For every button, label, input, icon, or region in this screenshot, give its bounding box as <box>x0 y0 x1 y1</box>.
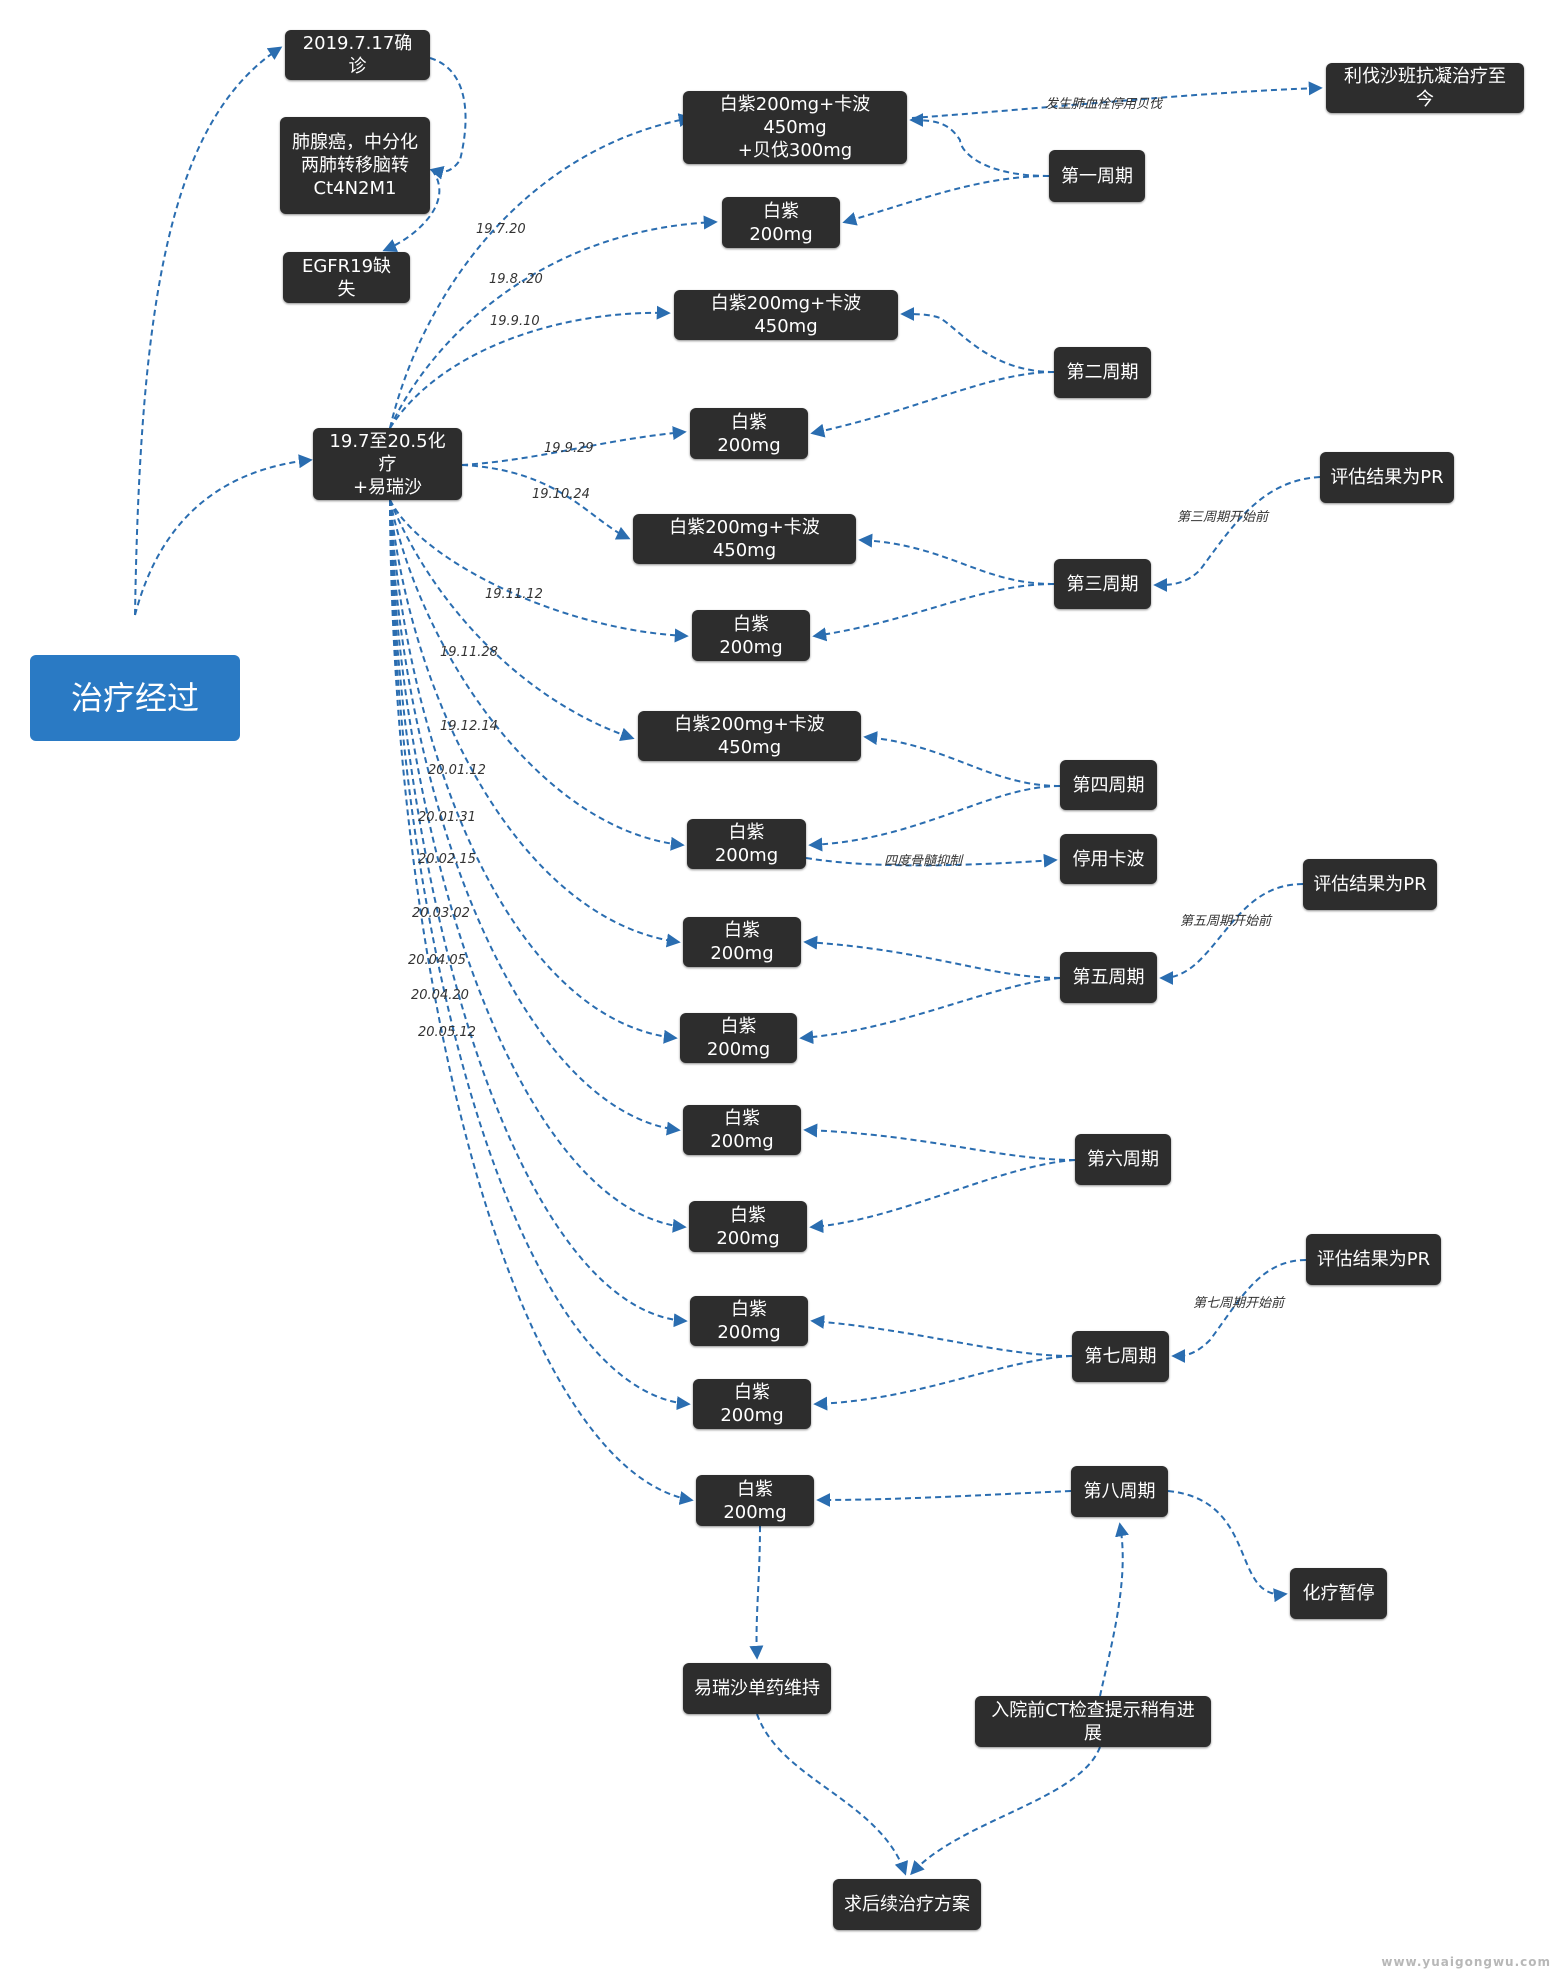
node-treatment-8[interactable]: 白紫200mg <box>687 819 806 869</box>
node-ct-progress[interactable]: 入院前CT检查提示稍有进展 <box>975 1696 1211 1747</box>
node-treatment-7[interactable]: 白紫200mg+卡波450mg <box>638 711 861 761</box>
edge-chemo-to-t2 <box>389 215 718 429</box>
edge-label-date-2: 19.8..20 <box>489 272 543 287</box>
node-pr-2[interactable]: 评估结果为PR <box>1303 859 1437 910</box>
edge-diagnosis-date-to-detail <box>429 57 467 180</box>
node-rivaroxaban[interactable]: 利伐沙班抗凝治疗至今 <box>1326 63 1524 113</box>
edge-label-date-4: 19.9.29 <box>544 441 594 456</box>
edge-label-date-8: 19.12.14 <box>440 719 498 734</box>
edge-c4-to-t8 <box>808 785 1061 852</box>
edge-label-date-11: 20.02.15 <box>418 852 476 867</box>
edge-c7-to-t13 <box>810 1314 1073 1357</box>
node-treatment-13[interactable]: 白紫200mg <box>690 1296 808 1346</box>
edge-label-before-cycle-7: 第七周期开始前 <box>1193 1296 1285 1311</box>
edge-c2-to-t3 <box>900 307 1055 373</box>
edge-label-before-cycle-5: 第五周期开始前 <box>1180 914 1272 929</box>
node-chemo-pause[interactable]: 化疗暂停 <box>1290 1568 1387 1619</box>
edge-chemo-to-t14 <box>389 499 691 1411</box>
node-iressa-maintenance[interactable]: 易瑞沙单药维持 <box>683 1663 831 1714</box>
node-diagnosis-detail[interactable]: 肺腺癌，中分化 两肺转移脑转 Ct4N2M1 <box>280 117 430 214</box>
edge-chemo-to-t3 <box>389 305 671 429</box>
node-cycle-3[interactable]: 第三周期 <box>1054 559 1151 609</box>
node-cycle-1[interactable]: 第一周期 <box>1049 150 1145 202</box>
node-treatment-2[interactable]: 白紫200mg <box>722 197 840 248</box>
edge-label-date-3: 19.9.10 <box>490 314 540 329</box>
node-treatment-14[interactable]: 白紫200mg <box>693 1379 811 1429</box>
edge-label-date-15: 20.05.12 <box>418 1025 476 1040</box>
edge-c6-to-t12 <box>809 1159 1076 1234</box>
edge-ct-to-plan <box>910 1746 1101 1876</box>
edge-c7-to-t14 <box>813 1355 1073 1411</box>
node-pr-3[interactable]: 评估结果为PR <box>1306 1234 1441 1285</box>
node-diagnosis-date[interactable]: 2019.7.17确诊 <box>285 30 430 80</box>
node-pr-1[interactable]: 评估结果为PR <box>1320 452 1454 503</box>
edge-root-to-chemo-main <box>134 454 313 616</box>
edge-pr1-to-c3 <box>1153 476 1321 592</box>
edge-c3-to-t5 <box>858 533 1055 585</box>
edge-ct-to-c8 <box>1099 1522 1129 1697</box>
node-treatment-6[interactable]: 白紫200mg <box>692 610 810 661</box>
edge-label-date-10: 20.01.31 <box>418 810 476 825</box>
edge-chemo-to-t9 <box>389 499 681 948</box>
node-treatment-1[interactable]: 白紫200mg+卡波450mg +贝伐300mg <box>683 91 907 164</box>
edge-label-before-cycle-3: 第三周期开始前 <box>1177 510 1269 525</box>
node-cycle-8[interactable]: 第八周期 <box>1071 1466 1168 1517</box>
edge-label-date-5: 19.10.24 <box>532 487 590 502</box>
edge-c8-to-chemo-pause <box>1167 1490 1288 1603</box>
node-treatment-9[interactable]: 白紫200mg <box>683 917 801 967</box>
node-treatment-4[interactable]: 白紫200mg <box>690 408 808 459</box>
node-chemo-main[interactable]: 19.7至20.5化疗 +易瑞沙 <box>313 428 462 500</box>
edge-label-date-12: 20.03.02 <box>412 906 470 921</box>
edge-c2-to-t4 <box>810 371 1055 438</box>
node-cycle-4[interactable]: 第四周期 <box>1060 760 1157 810</box>
edge-label-thrombosis: 发生肺血栓停用贝伐 <box>1045 97 1163 112</box>
node-next-plan[interactable]: 求后续治疗方案 <box>833 1879 981 1930</box>
edge-t15-to-iressa <box>749 1525 764 1660</box>
edge-label-date-13: 20.04.05 <box>408 953 466 968</box>
edge-label-date-14: 20.04.20 <box>411 988 469 1003</box>
edge-label-date-1: 19.7.20 <box>476 222 526 237</box>
edge-c1-to-t1 <box>909 113 1050 177</box>
edge-chemo-to-t7 <box>389 499 635 742</box>
edge-label-date-9: 20.01.12 <box>428 763 486 778</box>
edge-c8-to-t15 <box>816 1490 1072 1507</box>
watermark: www.yuaigongwu.com <box>1381 1955 1551 1969</box>
node-treatment-3[interactable]: 白紫200mg+卡波450mg <box>674 290 898 340</box>
edge-c6-to-t11 <box>803 1123 1076 1161</box>
node-cycle-6[interactable]: 第六周期 <box>1075 1134 1171 1185</box>
node-treatment-15[interactable]: 白紫200mg <box>696 1475 814 1526</box>
edge-root-to-diagnosis-date <box>134 46 283 616</box>
edge-c3-to-t6 <box>812 583 1055 642</box>
edge-label-marrow-suppression: 四度骨髓抑制 <box>884 854 963 869</box>
edge-pr2-to-c5 <box>1159 883 1304 985</box>
node-egfr[interactable]: EGFR19缺失 <box>283 252 410 303</box>
node-cycle-7[interactable]: 第七周期 <box>1072 1331 1169 1382</box>
node-stop-carboplatin[interactable]: 停用卡波 <box>1060 834 1157 884</box>
edge-c5-to-t9 <box>803 935 1061 979</box>
edge-label-date-7: 19.11.28 <box>440 645 498 660</box>
node-treatment-10[interactable]: 白紫200mg <box>680 1013 797 1063</box>
edge-iressa-to-plan <box>756 1713 908 1876</box>
edge-label-date-6: 19.11.12 <box>485 587 543 602</box>
edge-c1-to-t2 <box>842 175 1050 226</box>
node-cycle-5[interactable]: 第五周期 <box>1060 952 1157 1003</box>
node-treatment-11[interactable]: 白紫200mg <box>683 1105 801 1155</box>
edge-c4-to-t7 <box>863 731 1061 787</box>
node-treatment-5[interactable]: 白紫200mg+卡波450mg <box>633 514 856 564</box>
edge-c5-to-t10 <box>799 977 1061 1045</box>
root-node-treatment-history[interactable]: 治疗经过 <box>30 655 240 741</box>
node-treatment-12[interactable]: 白紫200mg <box>689 1201 807 1252</box>
node-cycle-2[interactable]: 第二周期 <box>1054 347 1151 398</box>
